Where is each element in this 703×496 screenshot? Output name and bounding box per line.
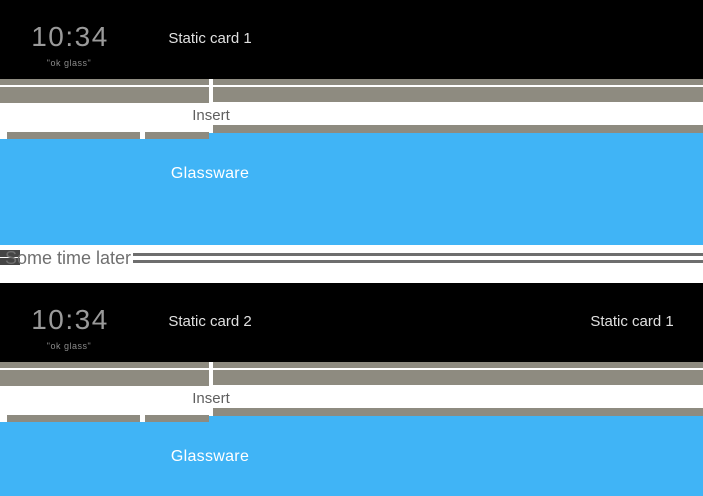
- timeline-strip: 10:34 "ok glass" Static card 2 Static ca…: [0, 283, 703, 362]
- timeline-track-bar: [7, 415, 140, 422]
- insert-label: Insert: [192, 390, 230, 407]
- glassware-label: Glassware: [170, 448, 250, 465]
- separator-line-dark: [0, 250, 22, 257]
- separator-line: [0, 260, 703, 263]
- separator-line-dark: [0, 258, 22, 265]
- timeline-track-bar: [0, 370, 209, 386]
- timeline-track-bar: [0, 362, 209, 368]
- static-card-1-label: Static card 1: [168, 30, 252, 47]
- timeline-track-bar: [213, 408, 703, 416]
- clock-text: 10:34: [31, 304, 109, 335]
- timeline-track-bar: [213, 87, 703, 102]
- ok-glass-text: "ok glass": [46, 58, 92, 68]
- timeline-strip: 10:34 "ok glass" Static card 1: [0, 0, 703, 79]
- timeline-track-bar: [213, 362, 703, 368]
- timeline-track-bar: [0, 79, 209, 85]
- glassware-card: [0, 133, 703, 245]
- timeline-track-bar: [213, 125, 703, 133]
- static-card-2-label: Static card 2: [168, 313, 252, 330]
- timeline-stage-after: 10:34 "ok glass" Static card 2 Static ca…: [0, 283, 703, 496]
- separator-label-backdrop: [20, 245, 133, 283]
- insert-label: Insert: [192, 107, 230, 124]
- timeline-stage-before: 10:34 "ok glass" Static card 1 Insert Gl…: [0, 0, 703, 245]
- timeline-track-bar: [145, 132, 209, 139]
- timeline-track-bar: [213, 370, 703, 385]
- clock-text: 10:34: [31, 21, 109, 52]
- timeline-track-bar: [0, 87, 209, 103]
- separator-line: [0, 253, 703, 256]
- timeline-track-bar: [145, 415, 209, 422]
- static-card-1-pushed-label: Static card 1: [590, 313, 674, 330]
- timeline-track-bar: [213, 79, 703, 85]
- glassware-card: [0, 416, 703, 496]
- glassware-label: Glassware: [170, 165, 250, 182]
- timeline-track-bar: [7, 132, 140, 139]
- time-gap-separator: Some time later: [0, 245, 703, 283]
- some-time-later-label: Some time later: [5, 248, 132, 268]
- ok-glass-text: "ok glass": [46, 341, 92, 351]
